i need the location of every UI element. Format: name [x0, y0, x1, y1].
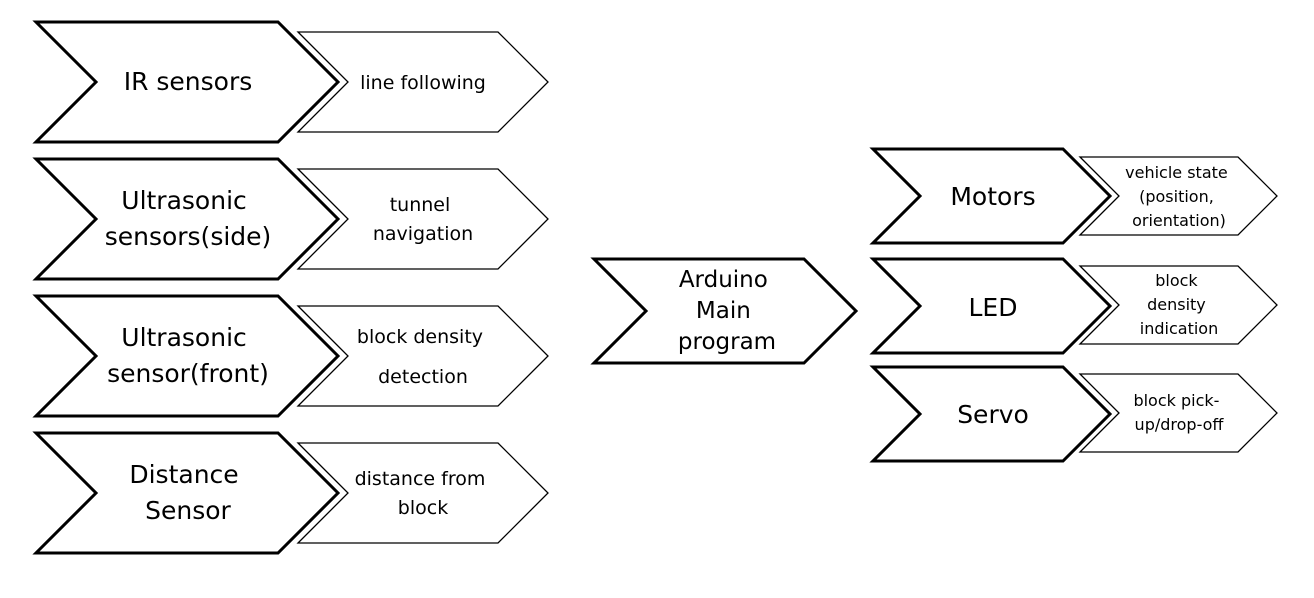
ultrasonic-front-label-line: Ultrasonic — [121, 323, 247, 352]
vehicle-state-label: vehicle state (position, orientation) — [1125, 163, 1233, 230]
input-group-ultrasonic-side: Ultrasonic sensors(side) tunnel navigati… — [32, 157, 549, 281]
ultrasonic-side-label-line: Ultrasonic — [121, 186, 247, 215]
ultrasonic-front-label-line: sensor(front) — [107, 359, 269, 388]
block-density-detection-label-line: block density — [357, 326, 483, 348]
ir-sensors-label-line: IR sensors — [124, 67, 253, 96]
block-density-detection-chevron — [296, 305, 549, 407]
tunnel-navigation-label: tunnel navigation — [373, 194, 473, 245]
motors-label: Motors — [950, 182, 1035, 211]
distance-sensor-label-line: Sensor — [145, 496, 231, 525]
block-density-indication-label-line: block — [1155, 271, 1198, 290]
ultrasonic-front-chevron — [32, 294, 341, 418]
vehicle-state-chevron — [1078, 156, 1278, 236]
vehicle-state-label-line: (position, — [1139, 187, 1214, 206]
led-chevron — [869, 257, 1113, 355]
arduino-main-label-line: Main — [696, 298, 751, 324]
ir-sensors-chevron — [32, 20, 341, 144]
tunnel-navigation-label-line: navigation — [373, 223, 473, 245]
servo-chevron — [869, 365, 1113, 463]
distance-from-block-label: distance from block — [355, 468, 492, 519]
distance-sensor-chevron — [32, 431, 341, 555]
ir-sensors-label: IR sensors — [124, 67, 253, 96]
motors-chevron — [869, 147, 1113, 245]
block-density-indication-label: block density indication — [1140, 271, 1218, 338]
distance-from-block-chevron — [296, 442, 549, 544]
led-label: LED — [969, 293, 1018, 322]
output-group-servo: Servo block pick- up/drop-off — [869, 365, 1278, 463]
block-density-detection-label: block density detection — [357, 326, 489, 388]
arduino-main-label-line: Arduino — [679, 267, 768, 293]
output-group-motors: Motors vehicle state (position, orientat… — [869, 147, 1278, 245]
block-density-indication-label-line: indication — [1140, 319, 1218, 338]
block-density-indication-label-line: density — [1147, 295, 1206, 314]
led-label-line: LED — [969, 293, 1018, 322]
block-density-detection-label-line: detection — [378, 366, 468, 388]
line-following-label: line following — [360, 72, 486, 94]
vehicle-state-label-line: vehicle state — [1125, 163, 1228, 182]
ultrasonic-side-chevron — [32, 157, 341, 281]
ultrasonic-side-label-line: sensors(side) — [105, 222, 272, 251]
servo-label: Servo — [957, 400, 1029, 429]
distance-from-block-label-line: block — [398, 497, 448, 519]
block-pickup-dropoff-label-line: block pick- — [1133, 391, 1219, 410]
tunnel-navigation-chevron — [296, 168, 549, 270]
input-group-ultrasonic-front: Ultrasonic sensor(front) block density d… — [32, 294, 549, 418]
block-pickup-dropoff-label-line: up/drop-off — [1135, 415, 1225, 434]
input-group-ir-sensors: IR sensors line following — [32, 20, 549, 144]
center-group-arduino: Arduino Main program — [590, 257, 859, 365]
block-pickup-dropoff-label: block pick- up/drop-off — [1133, 391, 1224, 434]
ultrasonic-front-label: Ultrasonic sensor(front) — [107, 323, 269, 388]
line-following-label-line: line following — [360, 72, 486, 94]
servo-label-line: Servo — [957, 400, 1029, 429]
ultrasonic-side-label: Ultrasonic sensors(side) — [105, 186, 272, 251]
arduino-main-label: Arduino Main program — [678, 267, 776, 355]
line-following-chevron — [296, 31, 549, 133]
distance-from-block-label-line: distance from — [355, 468, 486, 490]
block-density-indication-chevron — [1078, 265, 1278, 345]
block-pickup-dropoff-chevron — [1078, 373, 1278, 453]
arduino-main-chevron — [590, 257, 859, 365]
arduino-main-label-line: program — [678, 329, 776, 355]
output-group-led: LED block density indication — [869, 257, 1278, 355]
motors-label-line: Motors — [950, 182, 1035, 211]
tunnel-navigation-label-line: tunnel — [390, 194, 451, 216]
distance-sensor-label-line: Distance — [129, 460, 238, 489]
input-group-distance-sensor: Distance Sensor distance from block — [32, 431, 549, 555]
vehicle-state-label-line: orientation) — [1132, 211, 1226, 230]
distance-sensor-label: Distance Sensor — [129, 460, 246, 525]
